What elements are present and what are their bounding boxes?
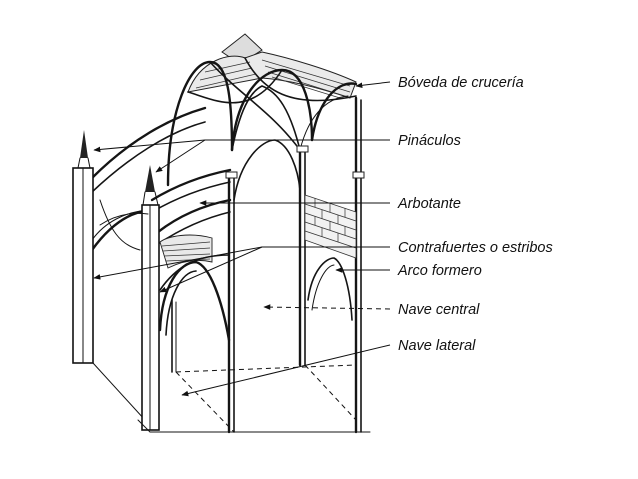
vault-roof	[166, 33, 358, 187]
labels: Bóveda de crucería Pináculos Arbotante C…	[397, 75, 553, 354]
label-arbotante: Arbotante	[397, 196, 461, 212]
label-arco-formero: Arco formero	[397, 263, 482, 279]
label-nave-central: Nave central	[398, 302, 480, 318]
leader-lines	[93, 81, 391, 397]
central-nave-arches	[233, 139, 301, 201]
central-nave-piers	[225, 96, 365, 434]
label-pinaculos: Pináculos	[398, 133, 461, 149]
outer-buttress-pinnacle	[72, 130, 146, 421]
inner-buttress-pinnacle	[141, 165, 160, 431]
flying-buttresses	[90, 106, 232, 252]
label-boveda: Bóveda de crucería	[398, 75, 524, 91]
nave-wall-bricks	[304, 194, 357, 321]
label-contrafuertes: Contrafuertes o estribos	[398, 240, 553, 256]
side-aisle	[99, 212, 231, 373]
floor-plan	[137, 364, 371, 433]
label-nave-lateral: Nave lateral	[398, 338, 476, 354]
